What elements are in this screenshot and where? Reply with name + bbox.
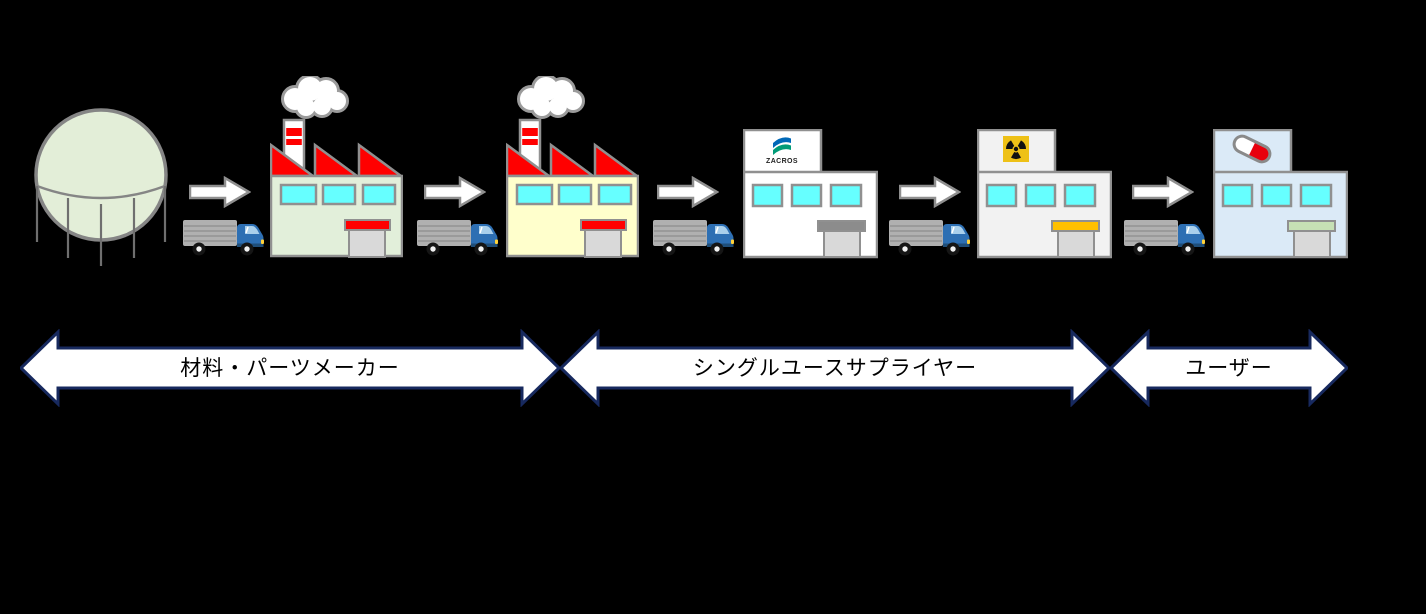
- factory-windows: [279, 183, 397, 206]
- span-label: ユーザー: [1185, 357, 1273, 380]
- delivery-truck-icon: [182, 216, 266, 256]
- span-materials-parts-makers: 材料・パーツメーカー: [20, 329, 560, 407]
- building-door: [1287, 220, 1336, 258]
- factory-icon: [506, 76, 639, 258]
- smoke-cloud-icon: [517, 76, 585, 119]
- flow-arrow-icon: [1132, 176, 1194, 208]
- capsule-icon: [1232, 134, 1272, 164]
- double-arrow-icon: [1110, 329, 1348, 407]
- double-arrow-icon: [560, 329, 1110, 407]
- span-single-use-supplier: シングルユースサプライヤー: [560, 329, 1110, 407]
- delivery-truck-icon: [1123, 216, 1207, 256]
- building-windows: [751, 183, 863, 208]
- zacros-logo-text: ZACROS: [766, 158, 798, 165]
- delivery-truck-icon: [652, 216, 736, 256]
- building-door: [817, 220, 866, 258]
- span-label: 材料・パーツメーカー: [180, 357, 400, 380]
- building-tower: [743, 129, 823, 175]
- building-door: [1051, 220, 1100, 258]
- tank-legs: [35, 186, 167, 266]
- factory-door: [344, 219, 391, 258]
- spherical-tank-icon: [34, 108, 168, 266]
- building-windows: [1221, 183, 1333, 208]
- zacros-logo-wave-blue: [773, 137, 791, 148]
- delivery-truck-icon: [416, 216, 500, 256]
- flow-arrow-icon: [189, 176, 251, 208]
- factory-door: [580, 219, 627, 258]
- delivery-truck-icon: [888, 216, 972, 256]
- span-user: ユーザー: [1110, 329, 1348, 407]
- span-label: シングルユースサプライヤー: [692, 357, 978, 380]
- smoke-cloud-icon: [281, 76, 349, 119]
- zacros-building-icon: ZACROS: [743, 129, 878, 259]
- zacros-logo-wave-green: [773, 144, 791, 155]
- double-arrow-icon: [20, 329, 560, 407]
- factory-icon: [270, 76, 403, 258]
- flow-arrow-icon: [899, 176, 961, 208]
- flow-arrow-icon: [657, 176, 719, 208]
- sawtooth-roof: [270, 142, 403, 178]
- radiation-icon: [1003, 136, 1029, 162]
- flow-arrow-icon: [424, 176, 486, 208]
- factory-windows: [515, 183, 633, 206]
- radiation-building-icon: [977, 129, 1112, 259]
- zacros-logo: ZACROS: [766, 137, 798, 165]
- tank-equator-line: [36, 184, 166, 200]
- capsule-building-icon: [1213, 129, 1348, 259]
- building-windows: [985, 183, 1097, 208]
